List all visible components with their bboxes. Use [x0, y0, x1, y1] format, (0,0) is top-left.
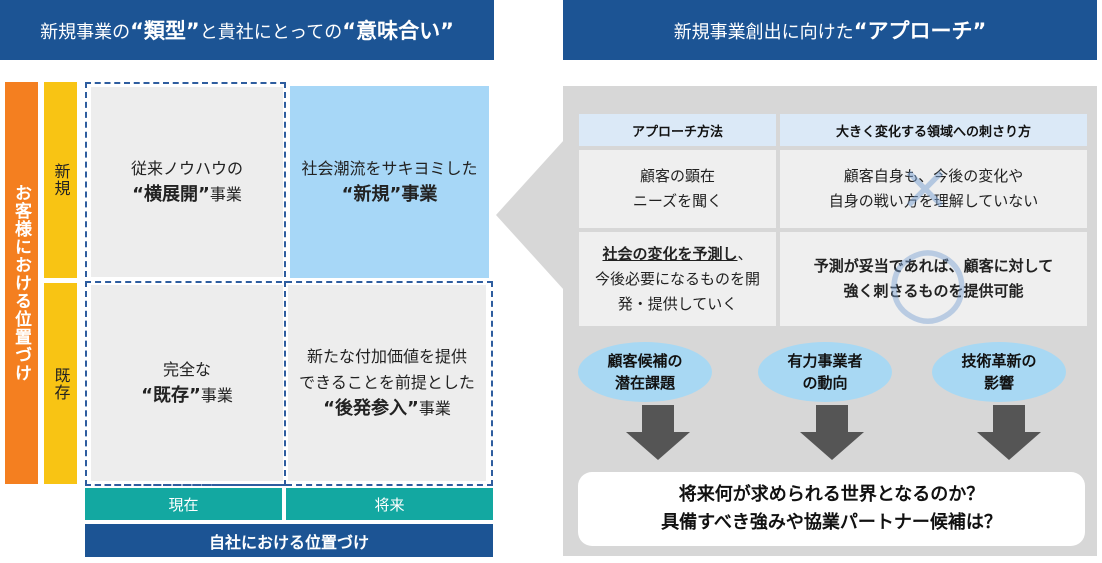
col-label-future: 将来: [286, 488, 493, 520]
ellipse-tech-innovation: 技術革新の影響: [932, 342, 1066, 402]
customer-axis-bar: お客様における位置づけ: [5, 82, 38, 484]
bottom-question-box: 将来何が求められる世界となるのか？具備すべき強みや協業パートナー候補は？: [578, 472, 1085, 546]
right-header-text: 新規事業創出に向けた“アプローチ”: [673, 19, 987, 43]
table-head-approach: アプローチ方法: [579, 114, 776, 146]
left-header-text: 新規事業の“類型”と貴社にとっての“意味合い”: [40, 19, 454, 43]
ellipse-latent-issues: 顧客候補の潜在課題: [578, 342, 712, 402]
row-label-existing: 既存: [44, 283, 77, 484]
table-cell-listen-needs: 顧客の顕在ニーズを聞く: [579, 150, 776, 228]
down-arrow-icon: [977, 405, 1041, 460]
table-cell-customer-unaware: 顧客自身も、今後の変化や自身の戦い方を理解していない: [780, 150, 1087, 228]
dashed-outline-bottom-row: [85, 281, 493, 486]
table-cell-predict-change: 社会の変化を予測し、 今後必要になるものを開 発・提供していく: [579, 232, 776, 326]
ellipse-major-players: 有力事業者の動向: [758, 342, 892, 402]
customer-axis-label: お客様における位置づけ: [11, 184, 31, 382]
cell-existing-business: 完全な “既存”事業: [91, 285, 283, 481]
row-label-new: 新規: [44, 82, 77, 278]
cross-mark-icon: ×: [898, 151, 952, 225]
cell-horizontal-expansion: 従来ノウハウの “横展開”事業: [91, 87, 283, 277]
table-head-impact: 大きく変化する領域への刺さり方: [780, 114, 1087, 146]
cell-late-entry: 新たな付加価値を提供 できることを前提とした “後発参入”事業: [288, 285, 486, 481]
right-header: 新規事業創出に向けた“アプローチ”: [563, 0, 1097, 60]
down-arrow-icon: [626, 405, 690, 460]
col-label-current: 現在: [85, 488, 282, 520]
callout-pointer: [496, 140, 564, 290]
cell-new-business: 社会潮流をサキヨミした “新規”事業: [290, 86, 489, 278]
circle-mark-icon: ○: [886, 223, 970, 335]
company-axis-label: 自社における位置づけ: [208, 532, 369, 552]
company-axis-bar: 自社における位置づけ: [85, 524, 493, 557]
down-arrow-icon: [800, 405, 864, 460]
table-cell-strong-fit: 予測が妥当であれば、顧客に対して強く刺さるものを提供可能: [780, 232, 1087, 326]
left-header: 新規事業の“類型”と貴社にとっての“意味合い”: [0, 0, 494, 60]
